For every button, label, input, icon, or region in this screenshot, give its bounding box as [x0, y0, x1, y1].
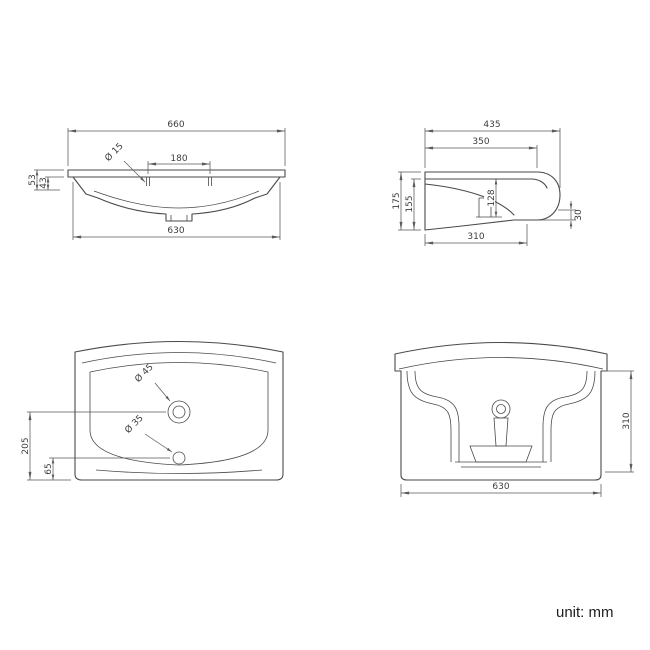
- dim-label-overall-width: 660: [167, 120, 184, 130]
- faucet-hole-outer: [491, 399, 511, 419]
- basin-inner-outline: [89, 362, 269, 474]
- part-outline: [67, 169, 286, 222]
- dim-label-rim-edge-height: 53: [28, 174, 38, 185]
- dim-label-bottom-width: 630: [167, 226, 184, 236]
- view-front-section: 660 180 Ø 15 53 43 630: [28, 120, 286, 240]
- dim-label-faucet-hole-dia: Ø 45: [133, 362, 156, 385]
- view-side-section: 435 350 175 155 128 310 30: [392, 120, 584, 246]
- left-leg-lines: [406, 370, 460, 462]
- dim-label-drain-offset: 65: [44, 463, 54, 474]
- drain-section-lines: [476, 197, 494, 218]
- drain-column: [493, 417, 509, 447]
- dim-label-drain-hole-dia: Ø 35: [123, 413, 146, 436]
- extension-lines: [27, 411, 170, 481]
- leader-drain-hole-dia: [144, 433, 173, 453]
- rim-inner-arch: [398, 357, 604, 370]
- overflow-body: [469, 445, 533, 463]
- drain-hole: [172, 451, 186, 465]
- dim-label-bottom-depth: 310: [467, 232, 484, 242]
- faucet-hole-marks: [146, 177, 212, 221]
- dim-label-hole-spacing: 180: [170, 154, 187, 164]
- leader-faucet-hole-dia: [154, 382, 171, 402]
- part-outline: [394, 342, 608, 481]
- dim-label-faucet-hole-dia: Ø 15: [103, 141, 126, 164]
- faucet-hole-outer: [167, 400, 191, 424]
- dim-label-front-lip: 30: [574, 209, 584, 221]
- part-outline: [74, 340, 284, 481]
- view-plan: Ø 45 Ø 35 205 65: [21, 340, 284, 481]
- extension-lines: [34, 128, 286, 240]
- extension-lines: [400, 370, 634, 497]
- faucet-hole-inner: [172, 405, 186, 419]
- dim-label-deck-depth: 350: [472, 137, 489, 147]
- dim-text-mask: [484, 188, 495, 207]
- dim-label-faucet-offset: 205: [21, 437, 31, 454]
- dim-label-overall-height: 175: [392, 192, 402, 209]
- dim-label-body-width: 630: [492, 482, 509, 492]
- dim-label-side-height: 310: [622, 412, 632, 429]
- part-outline: [424, 171, 561, 231]
- view-front-elevation: 310 630: [394, 342, 634, 497]
- rim-inner-arch: [81, 352, 277, 364]
- dim-label-drain-height: 128: [487, 189, 497, 206]
- right-leg-lines: [542, 370, 596, 462]
- leader-faucet-hole-dia: [123, 160, 146, 183]
- faucet-hole-inner: [496, 404, 506, 414]
- unit-label: unit: mm: [556, 604, 614, 621]
- dim-label-overall-depth: 435: [483, 120, 500, 130]
- dim-label-inner-height: 155: [405, 195, 415, 212]
- bowl-inner-line: [93, 190, 260, 209]
- basin-bottom-lines: [455, 461, 547, 468]
- dim-label-rim-underside-height: 43: [39, 177, 49, 188]
